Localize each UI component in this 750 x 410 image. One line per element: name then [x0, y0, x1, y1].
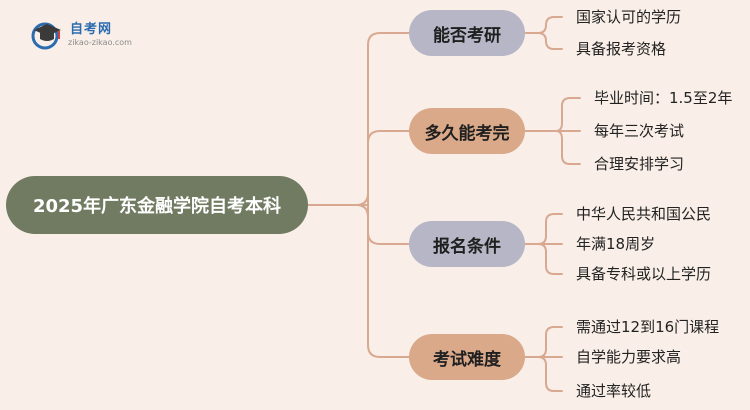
- branch-connector-1: [355, 32, 410, 206]
- leaf-connector-3-1: [524, 213, 563, 245]
- branch-node-difficulty: 考试难度: [409, 334, 525, 380]
- leaf-item: 合理安排学习: [594, 155, 685, 173]
- leaf-connector-1-2: [537, 32, 563, 50]
- branch-node-requirements: 报名条件: [409, 221, 525, 267]
- root-node: 2025年广东金融学院自考本科: [6, 176, 308, 234]
- branch-connector-4: [355, 204, 410, 358]
- leaf-item: 需通过12到16门课程: [576, 318, 720, 336]
- leaf-item: 具备报考资格: [576, 40, 667, 58]
- graduation-cap-icon: [31, 22, 61, 50]
- branch-connector-3: [367, 204, 410, 245]
- leaf-connector-2-1: [524, 97, 581, 132]
- branch-connector-2: [367, 130, 410, 206]
- logo-url: zikao-zikao.com: [68, 38, 132, 47]
- leaf-item: 毕业时间：1.5至2年: [594, 89, 733, 107]
- leaf-item: 通过率较低: [576, 382, 652, 400]
- logo-name: 自考网: [70, 22, 113, 37]
- leaf-connector-4-3: [537, 356, 563, 392]
- leaf-item: 国家认可的学历: [576, 8, 682, 26]
- leaf-item: 中华人民共和国公民: [576, 205, 712, 223]
- branch-node-duration: 多久能考完: [409, 108, 525, 154]
- leaf-item: 每年三次考试: [594, 122, 685, 140]
- leaf-connector-3-3: [537, 243, 563, 275]
- leaf-connector-4-1: [524, 326, 563, 358]
- leaf-item: 自学能力要求高: [576, 348, 682, 366]
- leaf-item: 具备专科或以上学历: [576, 265, 712, 283]
- site-logo[interactable]: 自考网 zikao-zikao.com: [30, 16, 170, 54]
- leaf-item: 年满18周岁: [576, 235, 656, 253]
- leaf-connector-1-1: [524, 16, 563, 34]
- branch-node-graduate-exam: 能否考研: [409, 10, 525, 56]
- leaf-connector-2-3: [555, 130, 581, 165]
